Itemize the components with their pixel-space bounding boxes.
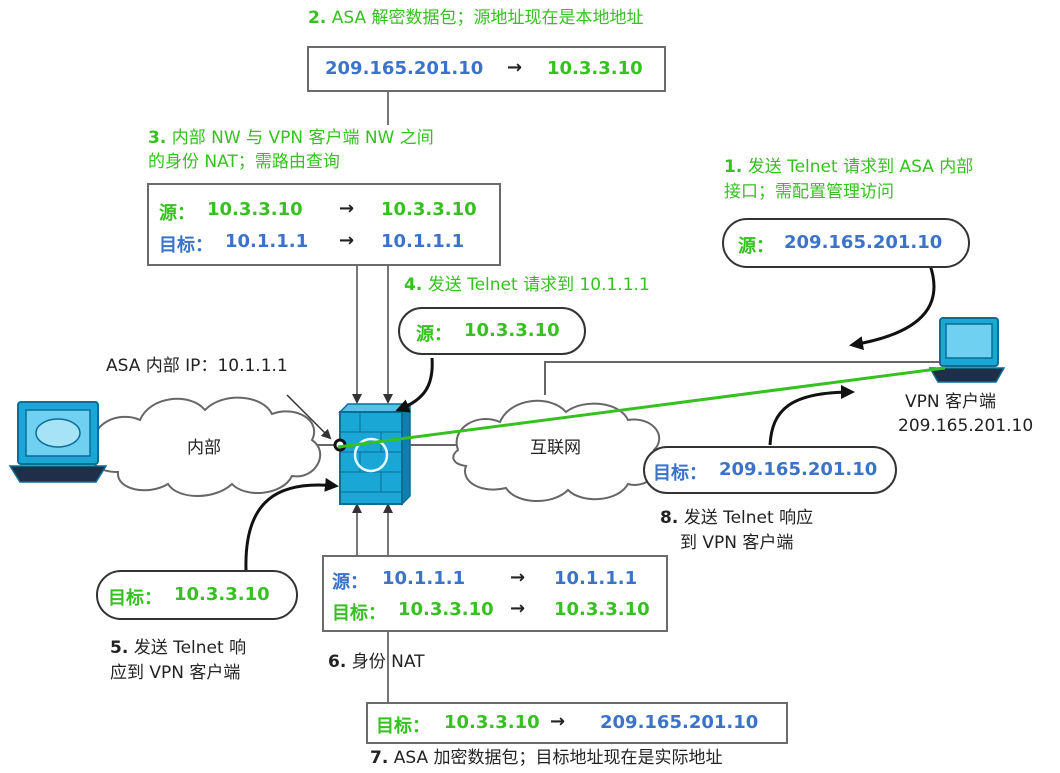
box6-src-to: 10.1.1.1 [554,568,638,589]
pill4-value: 10.3.3.10 [464,320,560,341]
step-5-caption-line2: 应到 VPN 客户端 [110,663,241,683]
vpn-tunnel-line [337,366,946,449]
pill8-value: 209.165.201.10 [719,459,878,480]
box2-arrow: → [507,57,523,78]
step-8-number: 8. [660,508,679,528]
asa-inside-ip-label: ASA 内部 IP：10.1.1.1 [106,356,288,376]
pill5-value: 10.3.3.10 [174,584,270,605]
step-1-text: 发送 Telnet 请求到 ASA 内部 [747,157,974,177]
box6-dst-arrow: → [510,598,526,619]
step-8-text: 发送 Telnet 响应 [683,508,814,528]
box6-dst-from: 10.3.3.10 [398,599,494,620]
step-5-caption: 5. 发送 Telnet 响 [110,638,246,659]
step-7-text: ASA 加密数据包；目标地址现在是实际地址 [393,748,723,768]
step-3-caption: 3. 内部 NW 与 VPN 客户端 NW 之间 [148,128,434,149]
step-5-number: 5. [110,638,129,658]
step-2-text: ASA 解密数据包；源地址现在是本地地址 [331,8,644,28]
vpn-client-computer [928,317,1006,383]
encrypt-box: 目标： 10.3.3.10 → 209.165.201.10 [366,702,788,744]
step-6-number: 6. [328,652,347,672]
flow-arrow-5 [244,477,339,571]
identity-nat-box: 源： 10.3.3.10 → 10.3.3.10 目标： 10.1.1.1 → … [147,183,501,266]
box3-src-to: 10.3.3.10 [381,199,477,220]
box3-src-label: 源： [159,203,195,224]
step-3-text: 内部 NW 与 VPN 客户端 NW 之间 [171,128,434,148]
source-pill-1: 源： 209.165.201.10 [722,218,970,268]
identity-nat-return-box: 源： 10.1.1.1 → 10.1.1.1 目标： 10.3.3.10 → 1… [322,555,668,632]
flow-arrow-4 [395,357,434,413]
step-3-caption-line2: 的身份 NAT；需路由查询 [148,152,340,172]
box6-dst-to: 10.3.3.10 [554,599,650,620]
inside-host-computer [8,401,108,483]
step-4-text: 发送 Telnet 请求到 10.1.1.1 [427,275,650,295]
box7-arrow: → [550,711,566,732]
box3-src-from: 10.3.3.10 [207,199,303,220]
box3-dst-to: 10.1.1.1 [381,231,465,252]
flow-arrow-1 [849,264,936,351]
box6-src-arrow: → [510,567,526,588]
pill1-label: 源： [738,236,774,257]
box2-from: 209.165.201.10 [325,58,484,79]
step-7-number: 7. [370,748,389,768]
step-1-number: 1. [724,157,743,177]
box7-from: 10.3.3.10 [444,712,540,733]
box2-to: 10.3.3.10 [547,58,643,79]
internet-link [544,361,940,395]
asa-ip-pointer [286,394,332,440]
pill1-value: 209.165.201.10 [784,232,943,253]
box6-src-from: 10.1.1.1 [382,568,466,589]
box7-to: 209.165.201.10 [600,712,759,733]
pill8-label: 目标： [653,463,707,484]
step-3-number: 3. [148,128,167,148]
step-8-caption: 8. 发送 Telnet 响应 [660,508,813,529]
step-4-caption: 4. 发送 Telnet 请求到 10.1.1.1 [404,275,650,296]
step-5-text: 发送 Telnet 响 [133,638,247,658]
decrypt-box: 209.165.201.10 → 10.3.3.10 [307,46,666,92]
box6-dst-label: 目标： [332,603,386,624]
step-4-number: 4. [404,275,423,295]
vpn-client-label: VPN 客户端 [905,392,997,412]
flow-arrow-8 [768,385,855,446]
internet-cloud-label: 互联网 [530,438,581,458]
inside-cloud-label: 内部 [187,438,221,458]
source-pill-4: 源： 10.3.3.10 [398,307,586,355]
box3-src-arrow: → [339,198,355,219]
step-8-caption-line2: 到 VPN 客户端 [680,533,794,553]
step-6-text: 身份 NAT [351,652,425,672]
asa-firewall [338,402,412,506]
box3-dst-from: 10.1.1.1 [225,231,309,252]
step-6-caption: 6. 身份 NAT [328,652,425,673]
box3-dst-label: 目标： [159,235,213,256]
step-7-caption: 7. ASA 加密数据包；目标地址现在是实际地址 [370,748,722,769]
box6-src-label: 源： [332,572,368,593]
inside-cloud [90,396,322,497]
vpn-client-ip: 209.165.201.10 [898,416,1034,436]
pill5-label: 目标： [108,588,162,609]
pill4-label: 源： [416,324,452,345]
box3-dst-arrow: → [339,230,355,251]
step-1-caption: 1. 发送 Telnet 请求到 ASA 内部 [724,157,973,178]
step-1-caption-line2: 接口；需配置管理访问 [724,182,894,202]
destination-pill-8: 目标： 209.165.201.10 [643,446,897,494]
step-2-caption: 2. ASA 解密数据包；源地址现在是本地地址 [308,8,643,29]
box7-label: 目标： [376,716,430,737]
destination-pill-5: 目标： 10.3.3.10 [96,570,298,620]
step-2-number: 2. [308,8,327,28]
